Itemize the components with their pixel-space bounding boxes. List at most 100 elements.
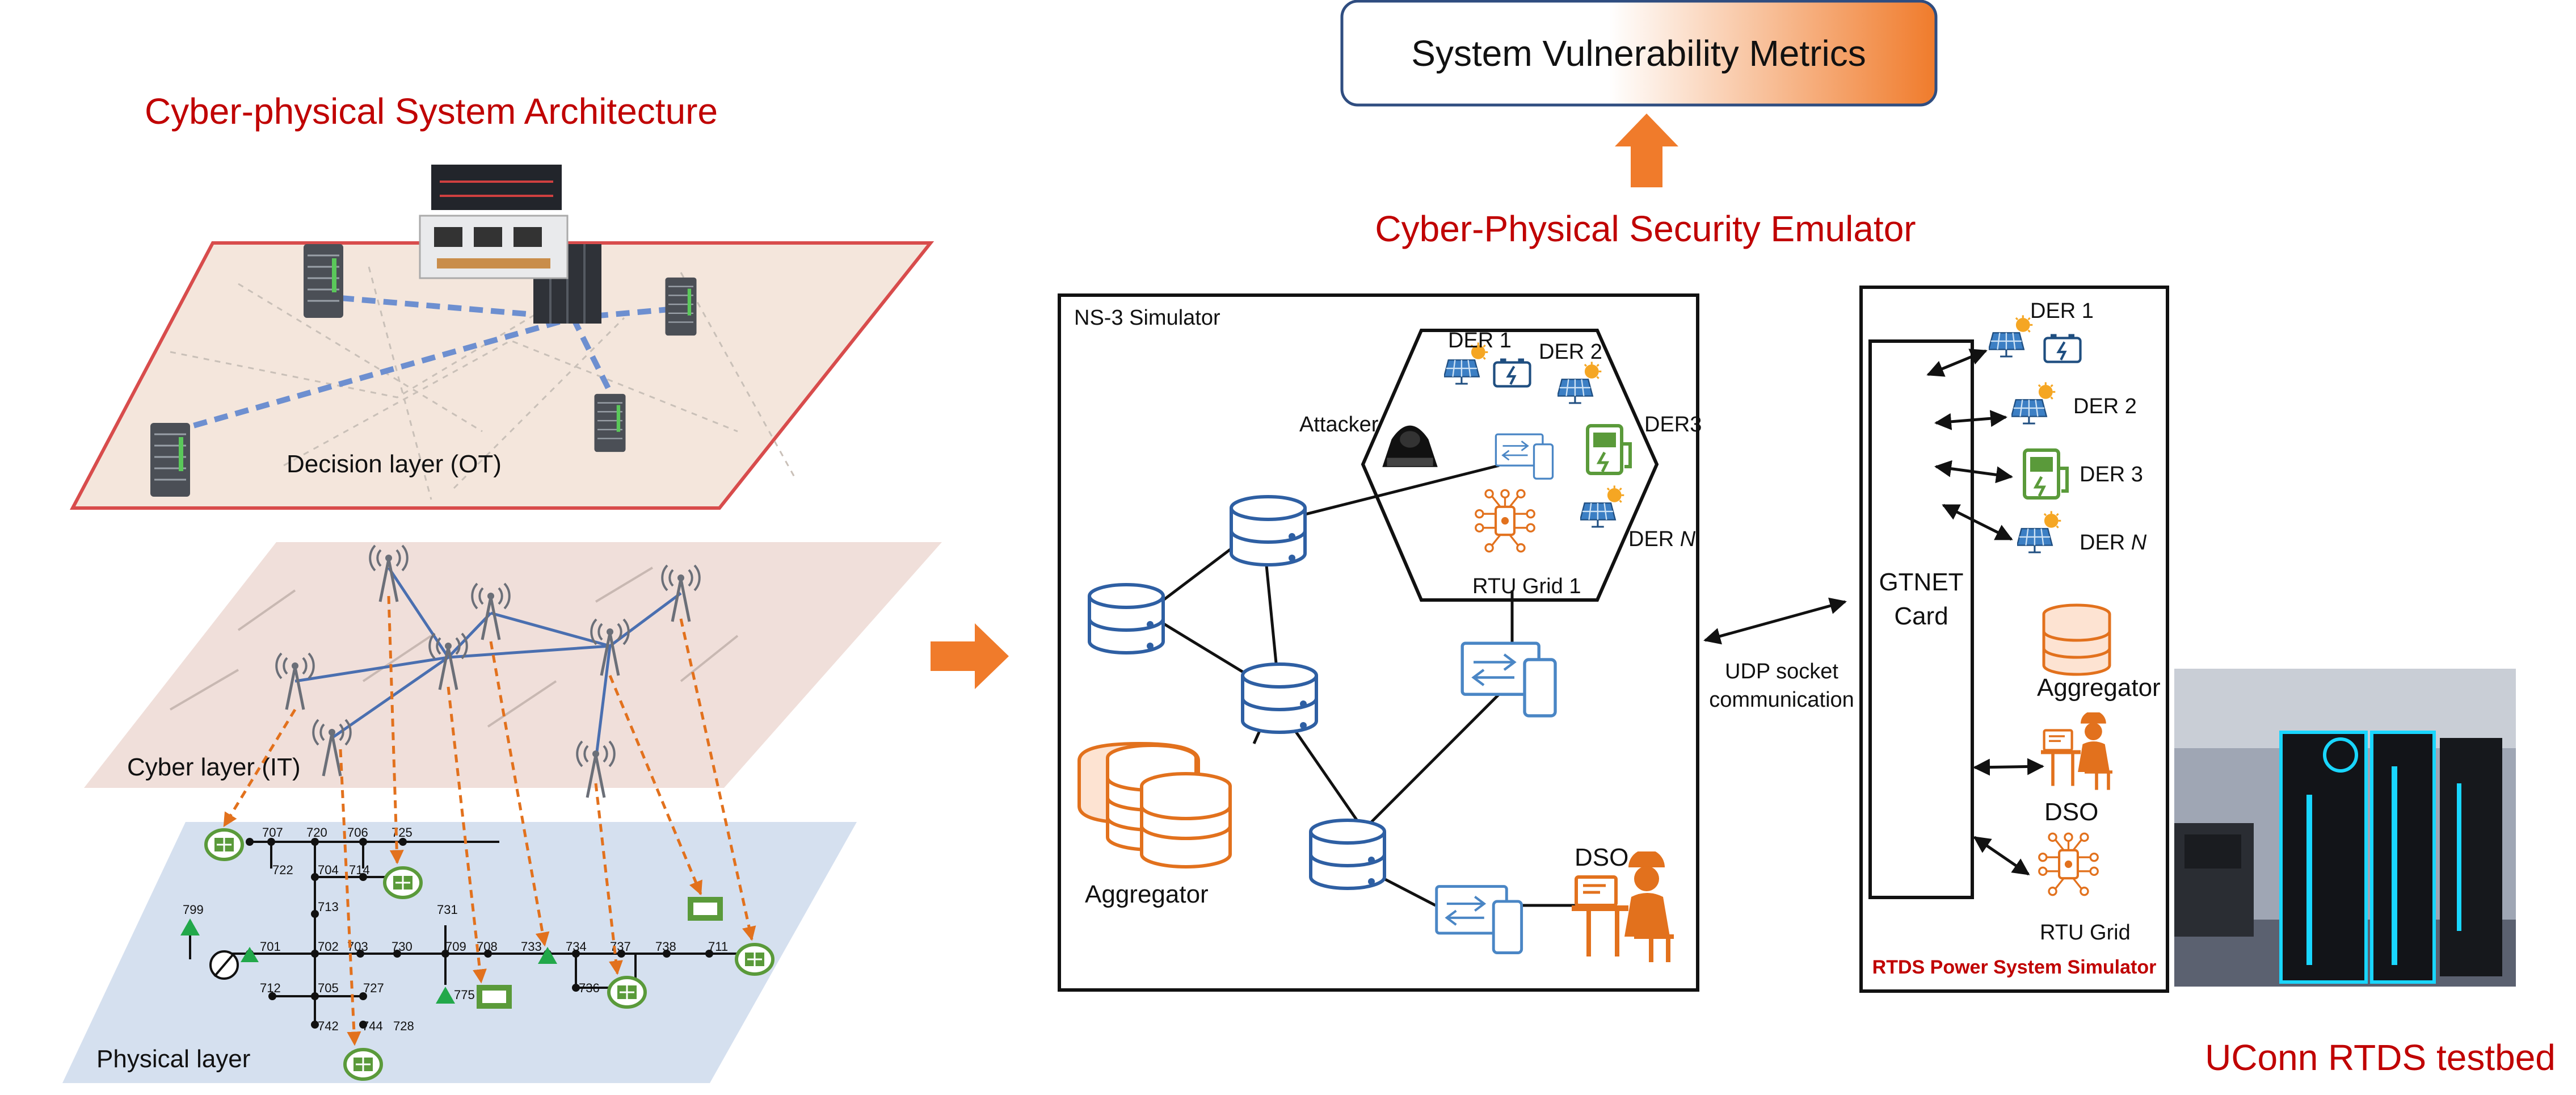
svg-text:701: 701 — [260, 939, 281, 954]
rtds-footer-label: RTDS Power System Simulator — [1872, 956, 2157, 978]
database-icon — [1231, 497, 1305, 565]
substation-transformer-icon — [209, 950, 239, 980]
ns3-dso-label: DSO — [1575, 844, 1628, 871]
svg-text:714: 714 — [349, 863, 370, 877]
udp-label-line1: UDP socket — [1725, 660, 1838, 683]
rtds-der1-solar-icon — [1989, 315, 2034, 358]
cyber-layer-background-lines — [169, 567, 739, 728]
svg-text:731: 731 — [437, 903, 458, 917]
testbed-caption: UConn RTDS testbed — [2205, 1037, 2556, 1078]
battery-storage-icon — [477, 897, 723, 1009]
svg-text:733: 733 — [521, 939, 542, 954]
rtds-rtu-icon — [2039, 833, 2098, 895]
cyber-to-physical-arrows — [222, 595, 756, 1046]
svg-text:708: 708 — [477, 939, 498, 954]
rtds-der2-label: DER 2 — [2073, 395, 2137, 418]
smart-meter-icon — [609, 977, 645, 1007]
svg-text:744: 744 — [362, 1019, 383, 1033]
ns3-aggregator-label: Aggregator — [1085, 880, 1209, 908]
physical-layer-label: Physical layer — [96, 1045, 250, 1073]
flow-arrow-up — [1615, 114, 1678, 187]
ns3-rtu-label: RTU Grid 1 — [1472, 574, 1581, 598]
database-icon — [1243, 664, 1316, 732]
rtds-der2-solar-icon — [2011, 382, 2056, 425]
ns3-title: NS-3 Simulator — [1074, 306, 1220, 330]
svg-text:736: 736 — [579, 981, 600, 995]
ns3-aggregator-icon — [1077, 741, 1232, 869]
decision-layer-plane — [70, 241, 935, 510]
svg-text:706: 706 — [347, 825, 368, 840]
svg-text:738: 738 — [655, 939, 676, 954]
cyber-layer-plane — [84, 542, 942, 788]
ns3-der3-label: DER3 — [1644, 413, 1702, 437]
gtnet-label-line1: GTNET — [1879, 568, 1963, 596]
svg-text:702: 702 — [318, 939, 339, 954]
svg-text:799: 799 — [183, 903, 204, 917]
smart-meter-icon — [206, 830, 242, 859]
rtds-dern-solar-icon — [2017, 511, 2062, 553]
svg-text:742: 742 — [318, 1019, 339, 1033]
svg-text:722: 722 — [272, 863, 293, 877]
control-room-icon — [419, 165, 569, 279]
decision-server-icon — [302, 243, 344, 319]
attacker-icon — [1382, 425, 1438, 467]
rtds-der1-label: DER 1 — [2030, 299, 2094, 323]
vulnerability-metrics-box — [1340, 0, 1938, 107]
svg-text:725: 725 — [392, 825, 413, 840]
ns3-simulator-box — [1058, 293, 1699, 992]
svg-text:728: 728 — [393, 1019, 414, 1033]
gtnet-card — [1868, 339, 1974, 899]
rtds-aggregator-label: Aggregator — [2037, 674, 2161, 702]
database-icon — [1089, 585, 1163, 653]
rtds-der3-label: DER 3 — [2080, 463, 2143, 486]
decision-server-icon — [664, 276, 697, 337]
udp-label-line2: communication — [1709, 688, 1854, 712]
gateway-icon — [1462, 643, 1555, 716]
decision-layer-background-grid — [170, 266, 795, 500]
svg-text:711: 711 — [708, 939, 728, 954]
rtds-der1-battery-icon — [2045, 334, 2081, 362]
svg-text:720: 720 — [306, 825, 327, 840]
ns3-der1-label: DER 1 — [1448, 329, 1512, 353]
generator-triangle-icons — [180, 918, 557, 1004]
architecture-title: Cyber-physical System Architecture — [145, 91, 718, 132]
cyber-links — [294, 567, 682, 761]
decision-layer-label: Decision layer (OT) — [287, 450, 502, 478]
svg-text:707: 707 — [262, 825, 283, 840]
ns3-dern-solar-icon — [1580, 485, 1625, 528]
smart-meter-icon — [736, 945, 773, 974]
ns3-der2-solar-icon — [1558, 362, 1602, 404]
rtds-dso-label: DSO — [2044, 798, 2098, 826]
rtds-device-links — [1926, 349, 2044, 876]
ns3-der2-label: DER 2 — [1539, 340, 1602, 364]
svg-text:709: 709 — [445, 939, 466, 954]
smart-meter-icon — [385, 868, 421, 897]
decision-layer-links — [172, 295, 670, 434]
svg-text:705: 705 — [318, 981, 339, 995]
rtds-simulator-box — [1859, 286, 2169, 993]
smart-meter-icon — [345, 1050, 381, 1079]
gateway-icon — [1495, 433, 1554, 480]
svg-text:727: 727 — [363, 981, 384, 995]
flow-arrow-right — [931, 623, 1009, 689]
udp-link-arrow — [1703, 597, 1847, 645]
svg-text:713: 713 — [318, 900, 339, 914]
decision-server-icon — [149, 422, 191, 498]
cyber-layer-label: Cyber layer (IT) — [127, 753, 301, 781]
svg-text:734: 734 — [566, 939, 587, 954]
svg-text:712: 712 — [260, 981, 281, 995]
svg-text:775: 775 — [454, 988, 475, 1002]
svg-text:730: 730 — [392, 939, 413, 954]
ns3-rtu-icon — [1476, 490, 1535, 551]
decision-server-icon — [594, 393, 626, 453]
der-cluster-hexagon — [1361, 329, 1659, 602]
gtnet-label-line2: Card — [1894, 602, 1948, 630]
rtds-der3-charger-icon — [2024, 450, 2067, 498]
testbed-photo — [2174, 669, 2516, 987]
attacker-label: Attacker — [1299, 413, 1379, 437]
gateway-icon — [1437, 887, 1522, 953]
bus-labels: 707 720 706 725 722 704 714 713 731 799 … — [183, 825, 728, 1033]
rtds-dern-label: DER N — [2080, 531, 2147, 555]
ns3-dern-label: DER N — [1628, 527, 1696, 551]
feeder-dots — [246, 838, 713, 1029]
